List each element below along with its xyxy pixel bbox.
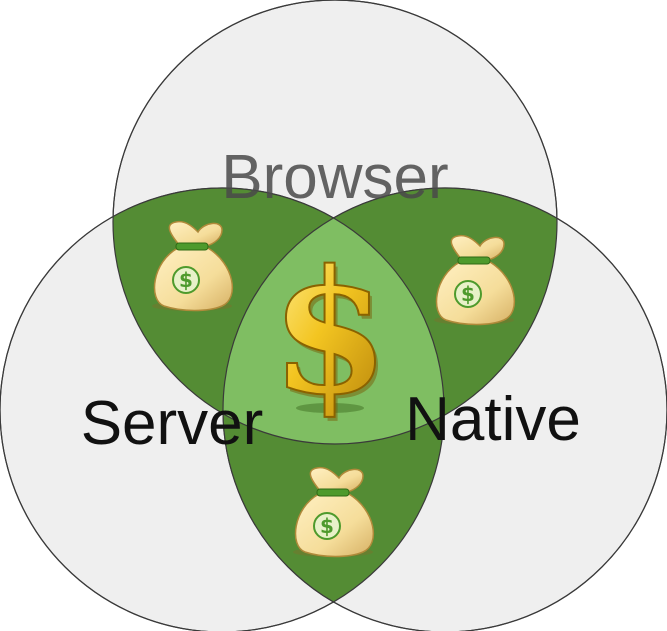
browser-label: Browser	[221, 143, 448, 212]
svg-text:$: $	[271, 233, 389, 433]
svg-text:$: $	[274, 237, 392, 437]
native-label: Native	[405, 385, 581, 454]
server-label: Server	[81, 389, 264, 458]
gold-dollar-sign-icon: $ $	[270, 232, 392, 437]
